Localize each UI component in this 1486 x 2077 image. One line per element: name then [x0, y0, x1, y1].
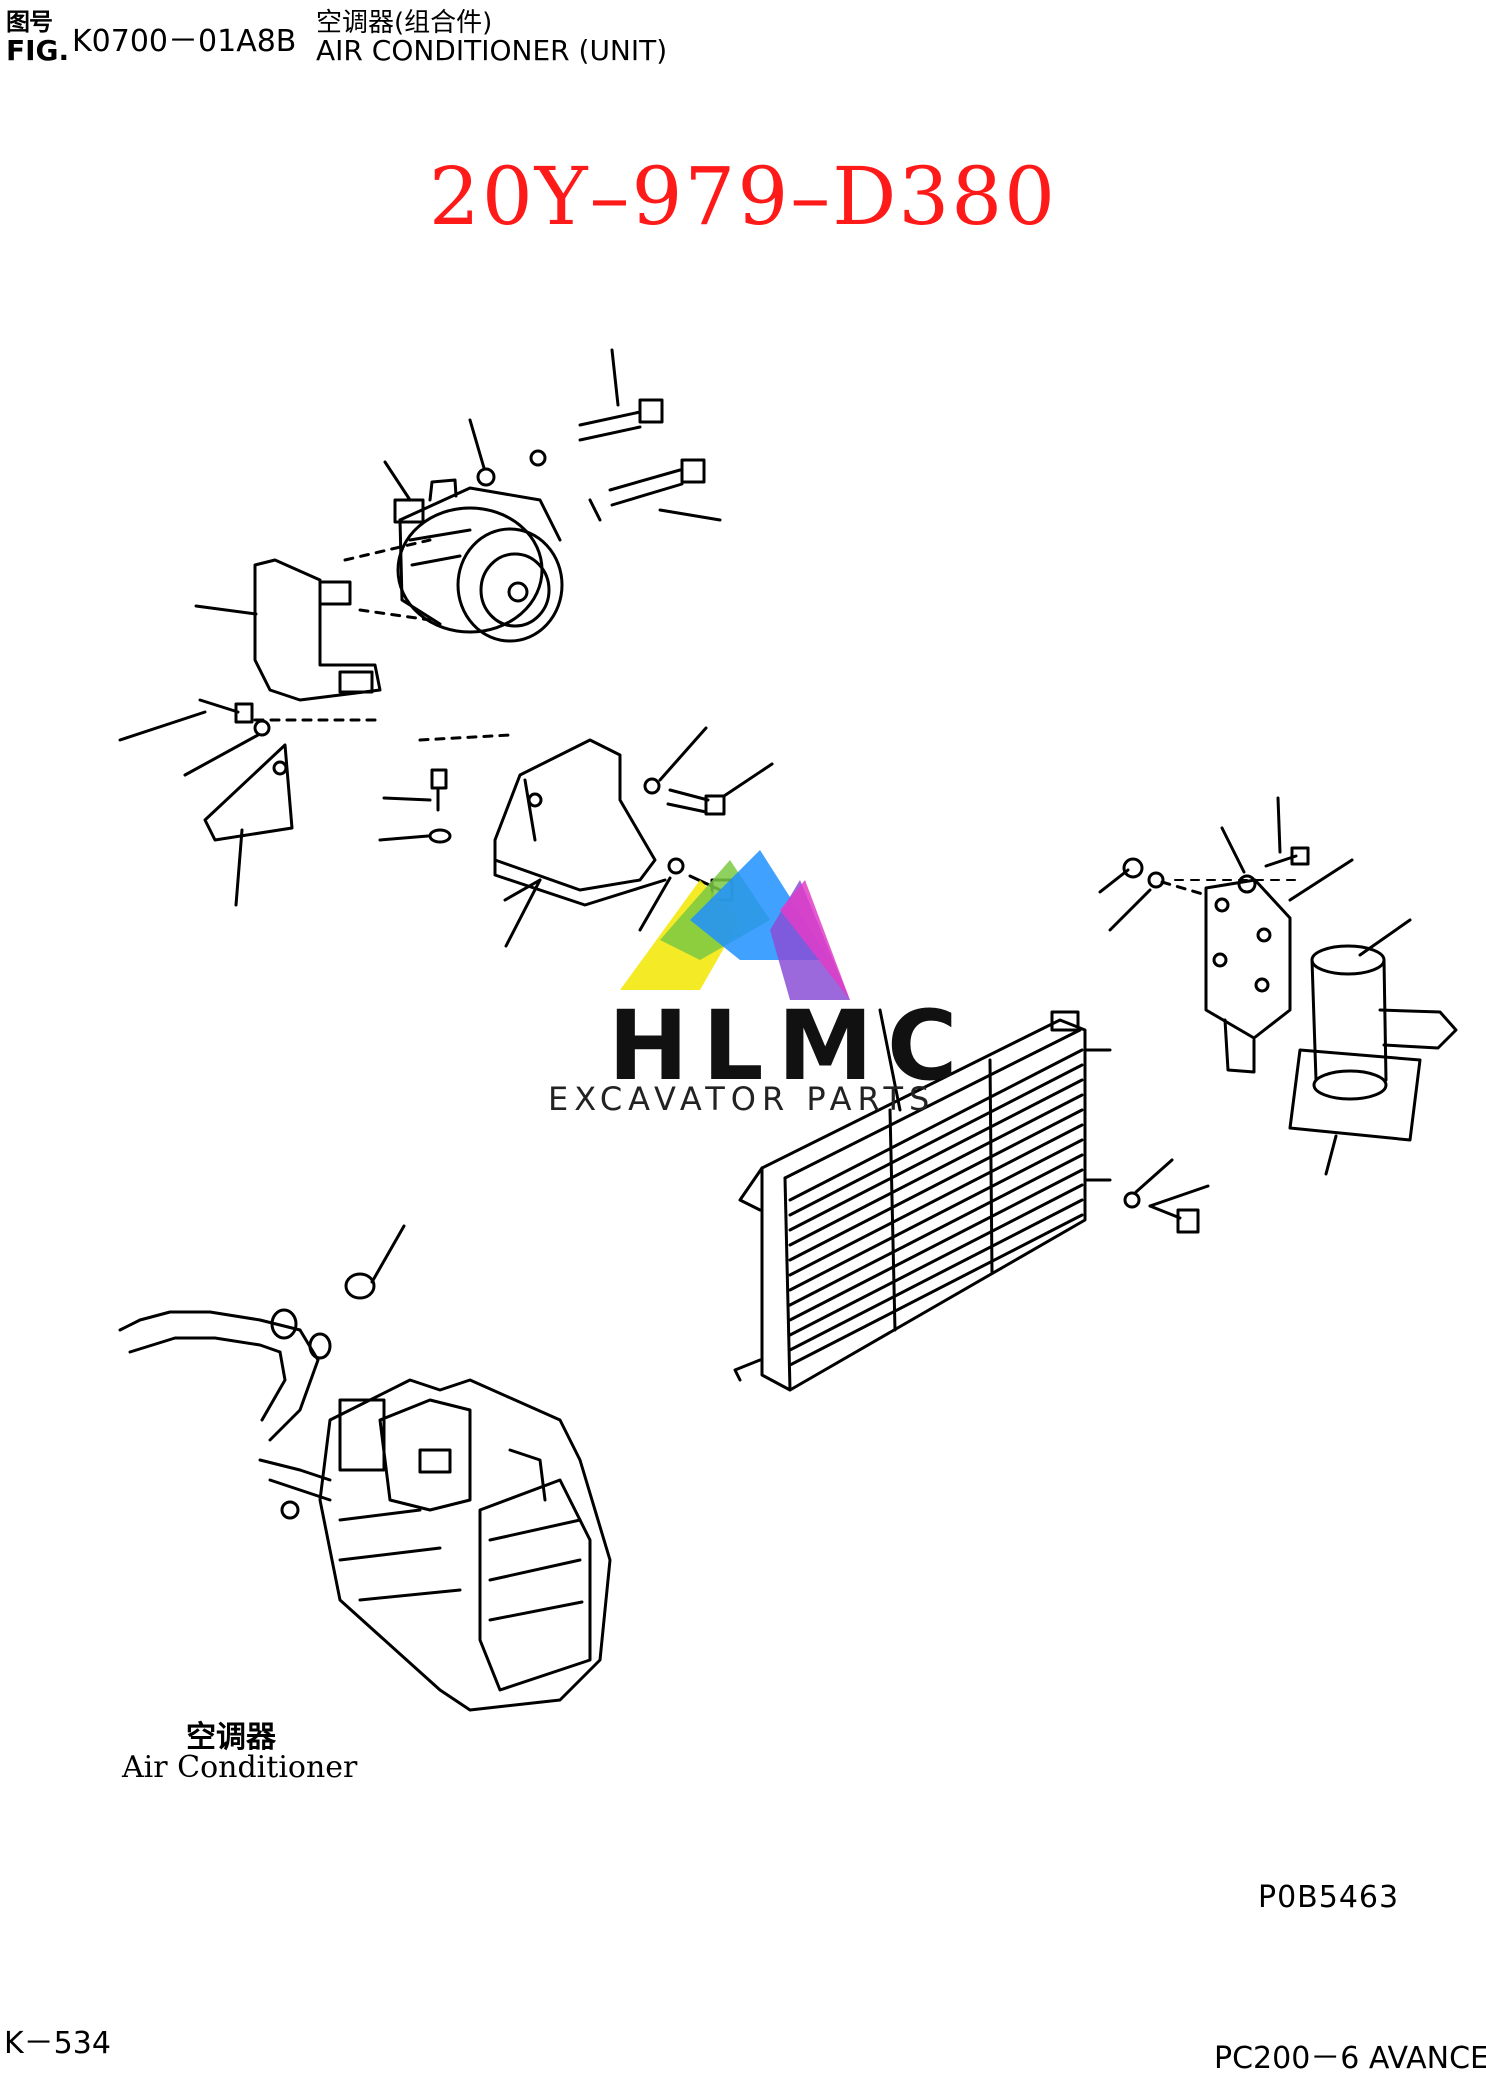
watermark-title: HLMC — [608, 990, 972, 1102]
upper-bolts-drawing — [194, 348, 722, 616]
machine-model: PC200－6 AVANCE — [1214, 2041, 1486, 2076]
compressor-bracket-drawing — [253, 538, 432, 702]
compressor-drawing — [393, 478, 564, 643]
part-number: 20Y–979–D380 — [428, 150, 1058, 243]
reference-code: P0B5463 — [1258, 1880, 1400, 1915]
support-plate-drawing — [118, 698, 382, 907]
condenser-bolts-drawing — [1123, 1158, 1210, 1234]
figure-label: FIG. — [6, 34, 70, 67]
condenser-drawing — [733, 1008, 1112, 1392]
hlmc-logo-mark — [620, 850, 850, 1000]
figure-label-zh: 图号 — [6, 8, 53, 36]
lower-bracket-drawing — [378, 726, 774, 948]
assembly-label-zh: 空调器 — [186, 1720, 276, 1755]
hose-drawing — [118, 1224, 406, 1442]
assembly-label-en: Air Conditioner — [122, 1750, 358, 1785]
figure-code: K0700－01A8B — [72, 24, 297, 59]
watermark-subtitle: EXCAVATOR PARTS — [548, 1080, 936, 1118]
receiver-dryer-drawing — [1098, 796, 1458, 1176]
air-conditioner-unit-drawing — [258, 1378, 612, 1712]
title-en: AIR CONDITIONER (UNIT) — [316, 34, 668, 67]
title-zh: 空调器(组合件) — [316, 8, 493, 38]
page-number: K－534 — [4, 2026, 111, 2061]
